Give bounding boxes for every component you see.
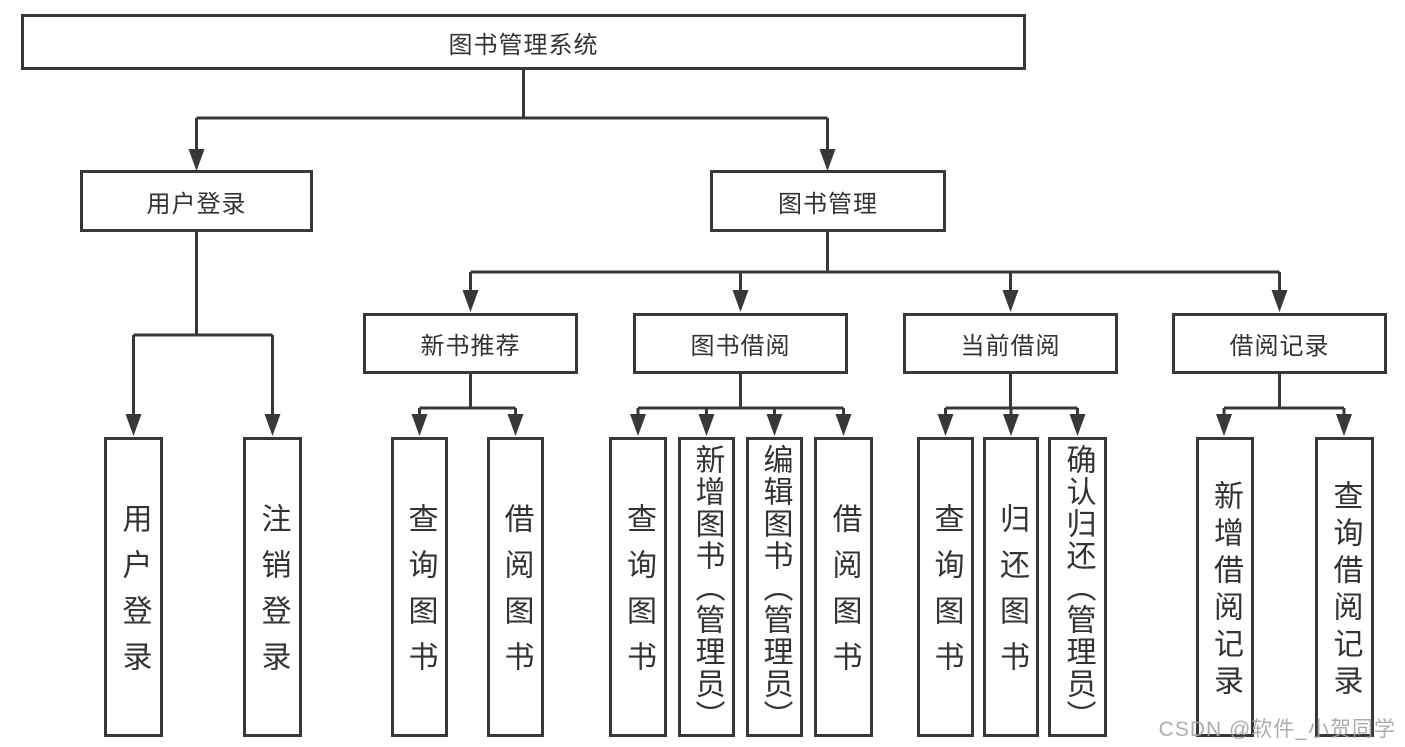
arrowheads-userlogin-leaves <box>125 414 281 436</box>
leaf-add-borrow-record: 新增借阅记录 <box>1196 437 1254 737</box>
leaf-return-books-label: 归还图书 <box>995 503 1028 687</box>
node-book-borrowing-label: 图书借阅 <box>690 333 791 360</box>
leaf-logout-label: 注销登录 <box>256 503 290 687</box>
leaf-borrow-books-2: 借阅图书 <box>814 437 873 737</box>
connector-record-to-leaves <box>1222 374 1346 415</box>
leaf-query-books-2-label: 查询图书 <box>622 503 655 687</box>
node-current-borrowing-label: 当前借阅 <box>960 333 1061 360</box>
arrowheads-level2 <box>188 149 836 171</box>
node-book-management: 图书管理 <box>710 170 946 232</box>
leaf-borrow-books-1: 借阅图书 <box>487 437 544 737</box>
leaf-confirm-return-admin-label: 确认归还（管理员） <box>1061 444 1095 732</box>
leaf-query-books-1-label: 查询图书 <box>403 503 437 687</box>
arrowheads-borrow-leaves <box>630 414 852 436</box>
arrowheads-level3 <box>462 290 1288 312</box>
connector-userlogin-to-leaves <box>132 232 274 415</box>
node-book-management-label: 图书管理 <box>778 190 878 218</box>
node-new-book-recommend: 新书推荐 <box>363 313 578 374</box>
leaf-add-book-admin-label: 新增图书（管理员） <box>690 444 724 732</box>
leaf-edit-book-admin-label: 编辑图书（管理员） <box>758 444 792 732</box>
node-user-login: 用户登录 <box>80 170 313 232</box>
leaf-borrow-books-1-label: 借阅图书 <box>499 503 533 687</box>
arrowheads-current-leaves <box>937 414 1086 436</box>
leaf-query-books-3-label: 查询图书 <box>929 503 963 687</box>
leaf-add-borrow-record-label: 新增借阅记录 <box>1209 479 1242 702</box>
connector-bookmgmt-to-level3 <box>469 232 1281 291</box>
node-library-system-label: 图书管理系统 <box>448 31 599 59</box>
connector-current-to-leaves <box>944 374 1079 415</box>
leaf-add-book-admin: 新增图书（管理员） <box>678 437 735 737</box>
leaf-query-books-2: 查询图书 <box>609 437 667 737</box>
leaf-return-books: 归还图书 <box>983 437 1039 737</box>
leaf-user-login-label: 用户登录 <box>117 503 151 687</box>
leaf-query-books-1: 查询图书 <box>391 437 448 737</box>
connector-borrow-to-leaves <box>636 374 845 415</box>
leaf-logout: 注销登录 <box>243 437 302 737</box>
arrowheads-newbook-leaves <box>411 414 524 436</box>
node-borrowing-records: 借阅记录 <box>1172 313 1387 374</box>
leaf-query-books-3: 查询图书 <box>917 437 974 737</box>
connector-newbook-to-leaves <box>418 374 517 415</box>
connector-root-to-level2 <box>195 70 829 150</box>
node-current-borrowing: 当前借阅 <box>903 313 1118 374</box>
node-borrowing-records-label: 借阅记录 <box>1229 333 1330 360</box>
arrowheads-record-leaves <box>1216 414 1352 436</box>
leaf-query-borrow-record-label: 查询借阅记录 <box>1328 479 1362 702</box>
node-library-system: 图书管理系统 <box>21 14 1026 70</box>
leaf-edit-book-admin: 编辑图书（管理员） <box>746 437 803 737</box>
leaf-borrow-books-2-label: 借阅图书 <box>827 503 861 687</box>
node-user-login-label: 用户登录 <box>146 190 247 218</box>
csdn-watermark: CSDN @软件_小贺同学 <box>1158 718 1396 741</box>
node-new-book-recommend-label: 新书推荐 <box>420 333 521 360</box>
leaf-user-login: 用户登录 <box>104 437 163 737</box>
node-book-borrowing: 图书借阅 <box>633 313 848 374</box>
leaf-confirm-return-admin: 确认归还（管理员） <box>1048 437 1107 737</box>
leaf-query-borrow-record: 查询借阅记录 <box>1315 437 1374 737</box>
